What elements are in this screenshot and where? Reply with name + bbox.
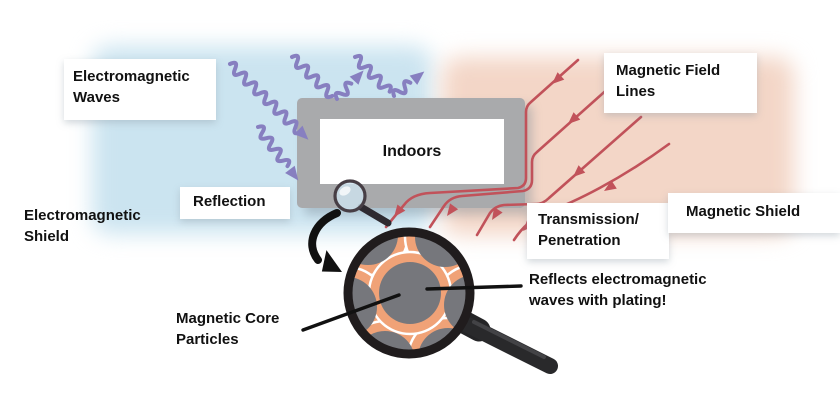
label-reflects-note: Reflects electromagnetic waves with plat… <box>529 271 707 309</box>
magnifier-lens <box>343 227 558 374</box>
magnifying-glass-icon <box>333 179 392 227</box>
indoors-label: Indoors <box>382 142 442 160</box>
label-electromagnetic-shield: Electromagnetic Shield <box>24 207 141 245</box>
label-magnetic-core-particles: Magnetic Core Particles <box>176 310 280 348</box>
label-electromagnetic-waves: Electromagnetic Waves <box>64 59 216 120</box>
label-magnetic-shield: Magnetic Shield <box>668 193 840 233</box>
label-transmission-penetration: Transmission/ Penetration <box>527 203 669 259</box>
lens-handle <box>452 310 558 374</box>
label-magnetic-field-lines: Magnetic Field Lines <box>604 53 757 113</box>
pointer-lines <box>301 284 523 332</box>
curved-arrow-icon <box>308 209 342 272</box>
indoors-box: Indoors <box>320 119 504 184</box>
label-reflection: Reflection <box>180 187 290 219</box>
em-wave-arrows <box>228 53 425 181</box>
